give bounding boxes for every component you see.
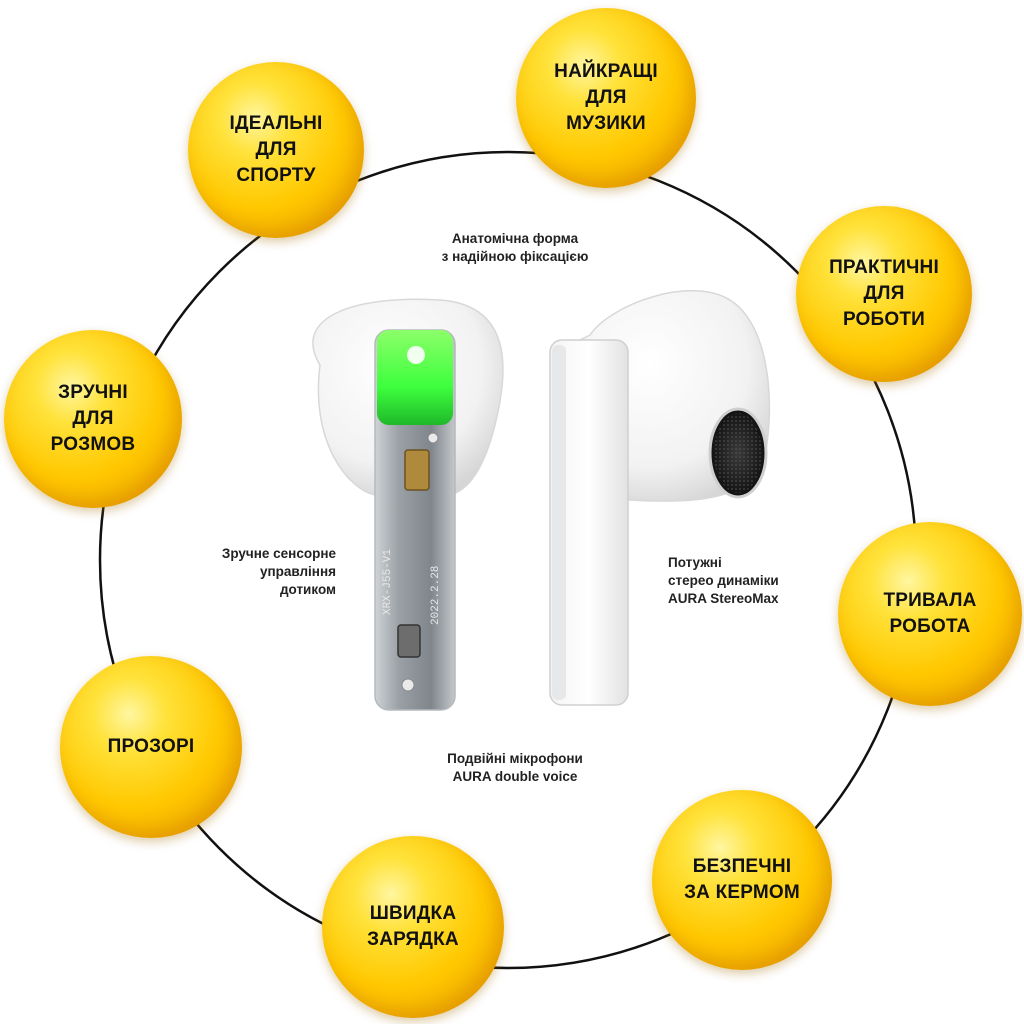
led-light — [377, 330, 453, 425]
feature-label-transparent: ПРОЗОРІ — [107, 736, 195, 757]
microphone-chip — [397, 624, 421, 658]
feature-bubble-fast-charge: ШВИДКА ЗАРЯДКА — [322, 836, 504, 1018]
right-stem-clear-edge — [552, 345, 566, 700]
feature-bubble-calls: ЗРУЧНІ ДЛЯ РОЗМОВ — [4, 330, 182, 508]
feature-bubble-long-work: ТРИВАЛА РОБОТА — [838, 522, 1022, 706]
caption-dual-mics: Подвійні мікрофони AURA double voice — [447, 751, 583, 784]
caption-anatomic-shape: Анатомічна форма з надійною фіксацією — [441, 231, 589, 264]
pcb-model-label: XRX-J55-V1 — [382, 549, 394, 615]
feature-label-sport: ІДЕАЛЬНІ ДЛЯ СПОРТУ — [229, 113, 323, 186]
pcb-pad-top — [427, 432, 439, 444]
feature-label-driving: БЕЗПЕЧНІ ЗА КЕРМОМ — [684, 856, 800, 903]
pcb-date-label: 2022.2.28 — [430, 566, 442, 625]
feature-label-work: ПРАКТИЧНІ ДЛЯ РОБОТИ — [829, 257, 939, 330]
feature-label-long-work: ТРИВАЛА РОБОТА — [883, 590, 977, 637]
earbuds-illustration: XRX-J55-V1 2022.2.28 — [312, 290, 771, 711]
pcb-pad-bottom — [401, 678, 415, 692]
feature-label-calls: ЗРУЧНІ ДЛЯ РОЗМОВ — [50, 382, 136, 455]
right-earbud-stem — [549, 339, 629, 706]
caption-stereo-speakers: Потужні стерео динаміки AURA StereoMax — [668, 555, 779, 606]
led-glow-icon — [407, 346, 425, 364]
feature-bubble-sport: ІДЕАЛЬНІ ДЛЯ СПОРТУ — [188, 62, 364, 238]
speaker-mesh-texture — [714, 413, 762, 493]
pcb-chip — [404, 449, 430, 491]
left-earbud: XRX-J55-V1 2022.2.28 — [312, 298, 504, 711]
feature-label-fast-charge: ШВИДКА ЗАРЯДКА — [367, 903, 459, 950]
caption-touch-control: Зручне сенсорне управління дотиком — [221, 546, 336, 597]
feature-bubble-music: НАЙКРАЩІ ДЛЯ МУЗИКИ — [516, 8, 696, 188]
feature-bubble-transparent: ПРОЗОРІ — [60, 656, 242, 838]
feature-label-music: НАЙКРАЩІ ДЛЯ МУЗИКИ — [554, 61, 658, 134]
feature-bubble-work: ПРАКТИЧНІ ДЛЯ РОБОТИ — [796, 206, 972, 382]
right-earbud — [549, 290, 771, 706]
feature-bubble-driving: БЕЗПЕЧНІ ЗА КЕРМОМ — [652, 790, 832, 970]
